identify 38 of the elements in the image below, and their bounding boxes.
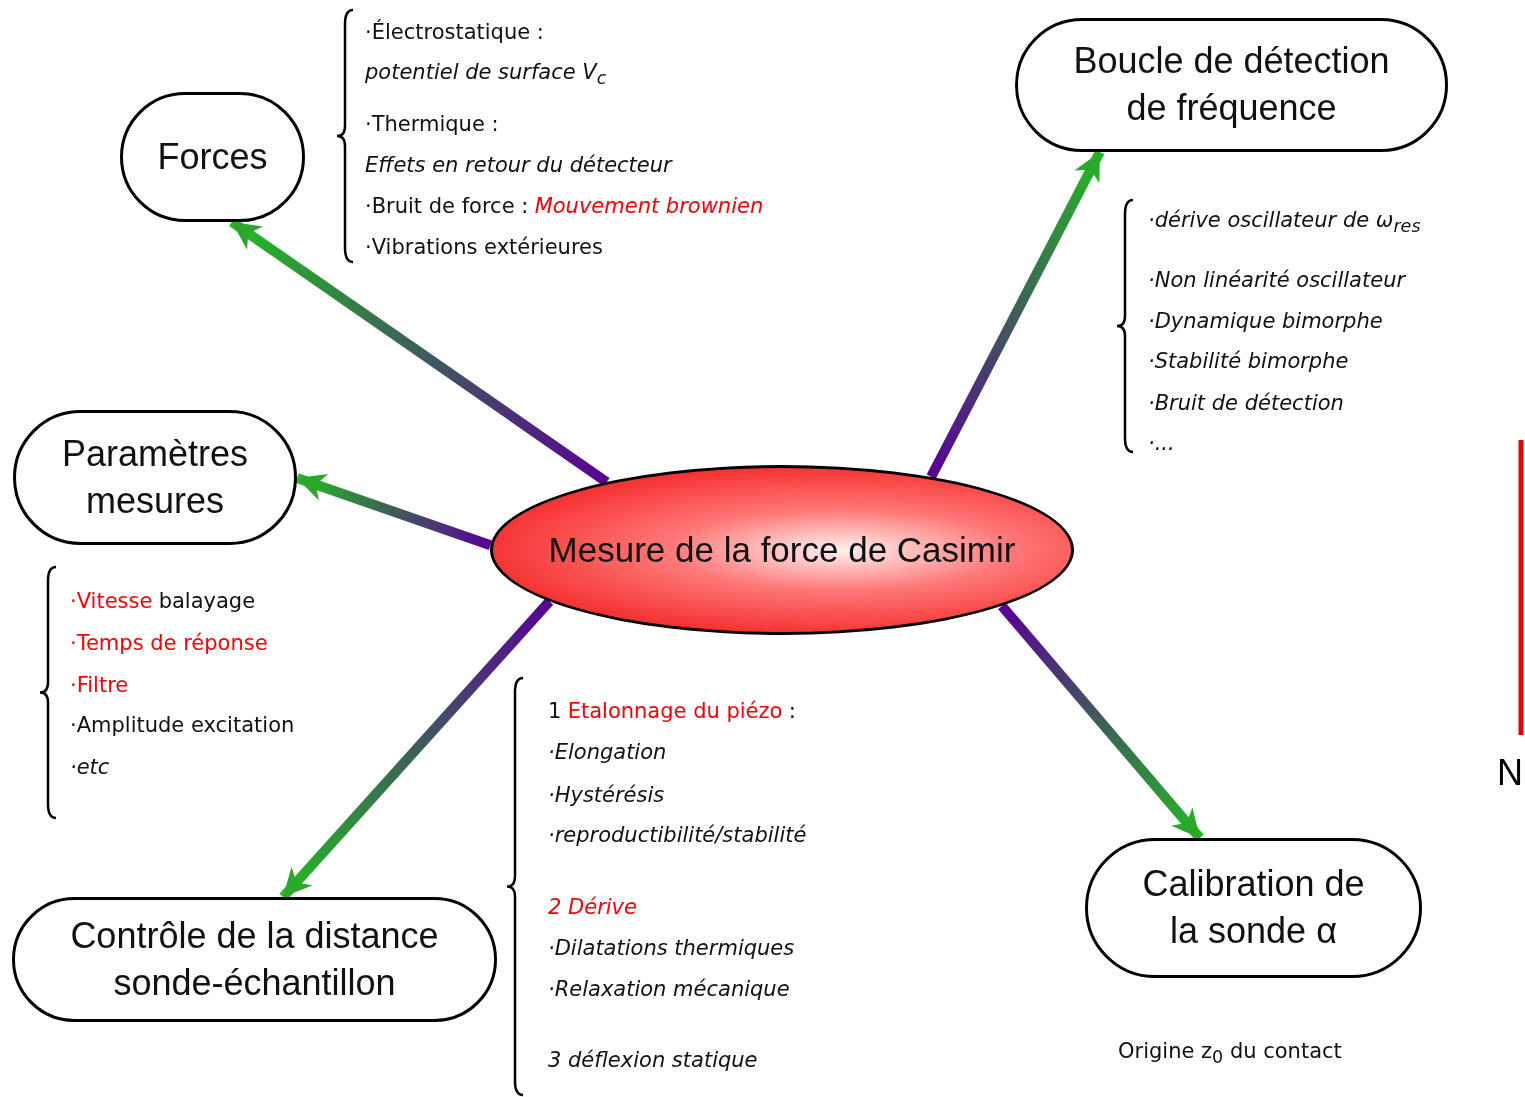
list-item: Effets en retour du détecteur [365, 153, 672, 177]
list-item: ·Elongation [548, 740, 667, 764]
node-label: Paramètres mesures [60, 431, 250, 523]
list-item: ·Dilatations thermiques [548, 936, 795, 960]
node-label: Mesure de la force de Casimir [548, 529, 1016, 572]
list-item: Origine z$_{0}$ du contact [1118, 1038, 1342, 1068]
letter-label: N [1497, 752, 1523, 794]
list-item: ·etc [70, 755, 110, 779]
list-item: ·Vitesse [70, 589, 153, 613]
list-item: : [788, 699, 796, 723]
list-item: Etalonnage du piézo [567, 699, 783, 723]
list-item: ·Bruit de force : [365, 194, 529, 218]
list-item: ·Amplitude excitation [70, 713, 295, 737]
list-item: balayage [158, 589, 256, 613]
list-item: ·Relaxation mécanique [548, 977, 790, 1001]
list-item: ·Stabilité bimorphe [1148, 349, 1349, 373]
list-item: ·... [1148, 431, 1175, 455]
node-label: Boucle de détection de fréquence [1072, 39, 1391, 130]
list-item: ·Filtre [70, 673, 129, 697]
list-item: ·Non linéarité oscillateur [1148, 268, 1406, 292]
list-item: ·Temps de réponse [70, 631, 268, 655]
list-item: 2 Dérive [548, 895, 637, 919]
list-item: ·reproductibilité/stabilité [548, 823, 807, 847]
list-item: ·dérive oscillateur de ω$_{res}$ [1148, 207, 1421, 237]
list-item: ·Thermique : [365, 112, 499, 136]
node-label: Forces [157, 134, 268, 179]
list-item: ·Dynamique bimorphe [1148, 309, 1383, 333]
node-label: Contrôle de la distance sonde-échantillon [69, 913, 440, 1005]
list-item: 3 déflexion statique [548, 1048, 758, 1072]
node-label: Calibration de la sonde α [1141, 862, 1366, 953]
arrow [295, 473, 493, 550]
list-item: ·Vibrations extérieures [365, 235, 603, 259]
list-item: ·Hystérésis [548, 783, 665, 807]
list-item: ·Bruit de détection [1148, 391, 1344, 415]
list-item: Mouvement brownien [534, 194, 764, 218]
list-item: potentiel de surface V$_{c}$ [365, 59, 607, 89]
list-item: 1 [548, 699, 562, 723]
list-item: ·Électrostatique : [365, 20, 544, 44]
